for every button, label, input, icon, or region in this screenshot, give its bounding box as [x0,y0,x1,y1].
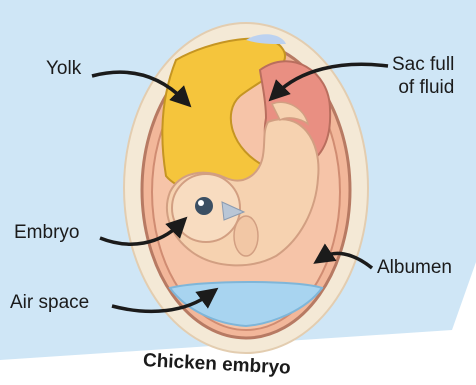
sac-label-line-1: Sac full [392,53,454,76]
sac-label-line-2: of fluid [392,76,454,99]
yolk-label: Yolk [46,58,81,80]
embryo-wing [234,216,258,256]
air-space-label: Air space [10,292,89,314]
albumen-label: Albumen [377,257,452,279]
embryo-eye-highlight [198,200,204,206]
sac-full-of-fluid-label: Sac full of fluid [392,53,454,99]
embryo-label: Embryo [14,222,79,244]
embryo-eye [195,197,213,215]
